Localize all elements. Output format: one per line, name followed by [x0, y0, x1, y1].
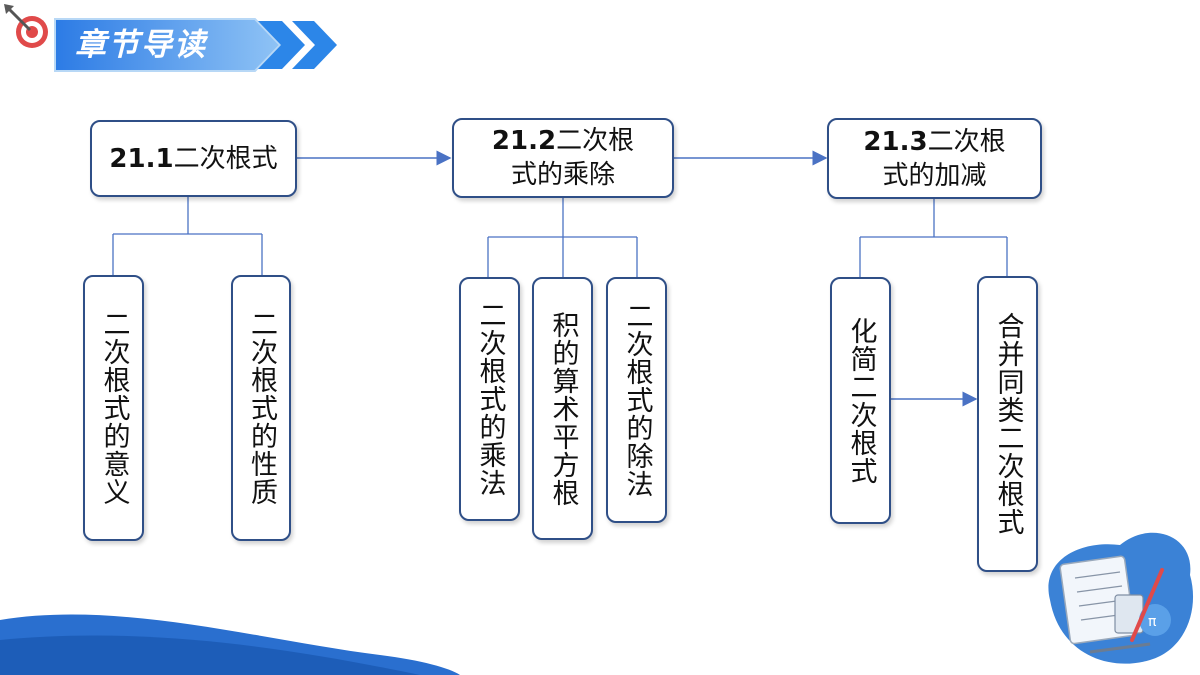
section-21-1-title: 二次根式: [173, 143, 278, 174]
topic-box-division: 二次根式的除法: [606, 277, 667, 523]
math-illustration-icon: π: [1048, 532, 1194, 664]
topic-box-simplify: 化简二次根式: [830, 277, 891, 524]
wave-decoration: [0, 614, 460, 675]
topic-box-combine-like: 合并同类二次根式: [977, 276, 1038, 572]
section-21-3-number: 21.3: [863, 126, 928, 157]
dart-target-icon: [4, 4, 48, 48]
svg-text:π: π: [1148, 614, 1157, 630]
topic-combine-like-label: 合并同类二次根式: [992, 312, 1024, 536]
header-banner: [54, 18, 337, 72]
tree-lines-21-1: [112, 197, 263, 275]
section-21-2-title: 二次根式的乘除: [510, 126, 635, 190]
topic-product-root-label: 积的算术平方根: [547, 310, 579, 507]
section-21-3-title: 二次根式的加减: [882, 126, 1006, 191]
topic-multiplication-label: 二次根式的乘法: [474, 301, 506, 497]
page-title: 章节导读: [75, 27, 207, 63]
topic-division-label: 二次根式的除法: [621, 302, 653, 498]
section-21-2-box: 21.2二次根式的乘除: [452, 118, 674, 198]
tree-lines-21-2: [487, 197, 638, 277]
topic-simplify-label: 化简二次根式: [845, 316, 877, 485]
section-21-2-number: 21.2: [491, 126, 557, 156]
topic-properties-label: 二次根式的性质: [246, 310, 277, 506]
topic-box-product-root: 积的算术平方根: [532, 277, 593, 540]
topic-meaning-label: 二次根式的意义: [98, 310, 130, 506]
topic-box-meaning: 二次根式的意义: [83, 275, 144, 541]
tree-lines-21-3: [859, 198, 1008, 277]
topic-box-properties: 二次根式的性质: [231, 275, 291, 541]
section-21-1-box: 21.1二次根式: [90, 120, 297, 197]
topic-box-multiplication: 二次根式的乘法: [459, 277, 520, 521]
section-21-3-box: 21.3二次根式的加减: [827, 118, 1042, 199]
section-21-1-number: 21.1: [109, 143, 174, 174]
